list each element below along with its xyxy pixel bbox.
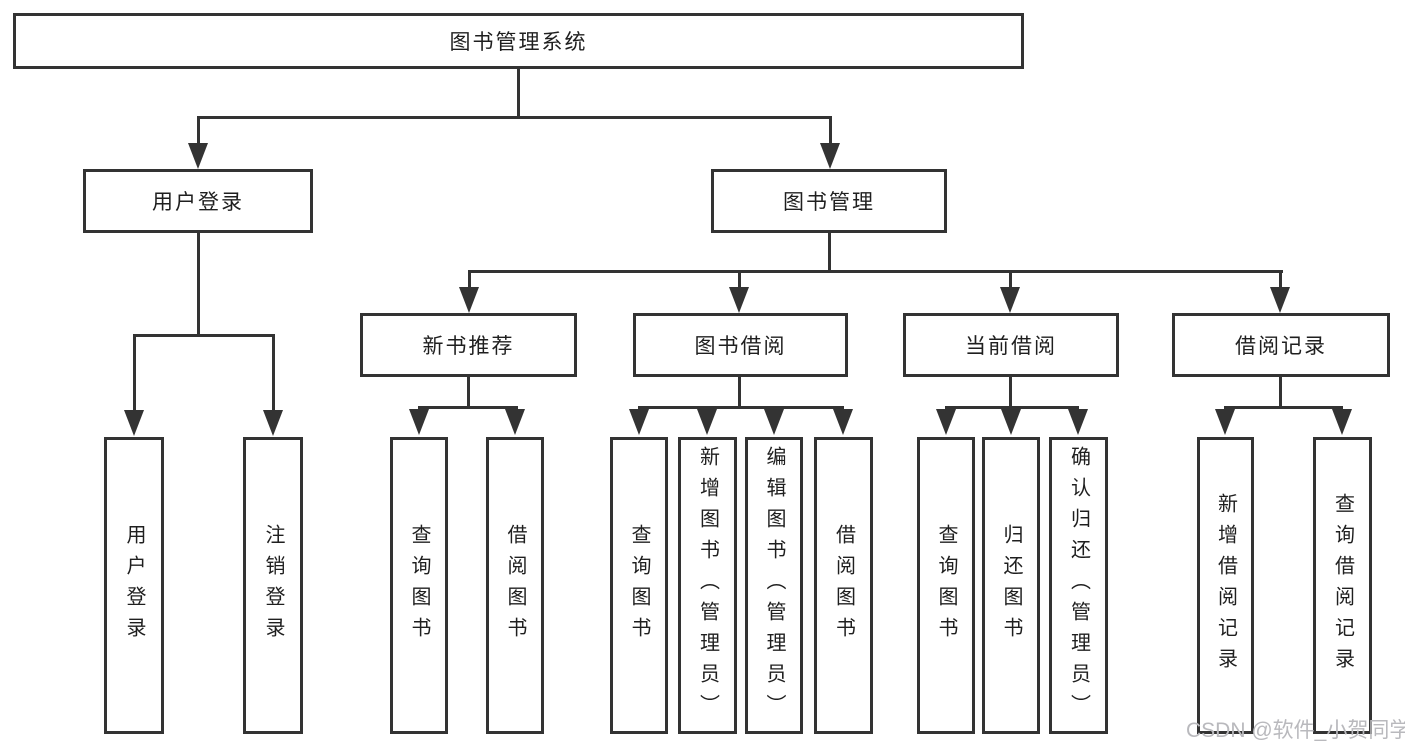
leaf-query-books-borrowing: 查询图书 <box>610 437 668 734</box>
connector-group-rail <box>638 406 844 409</box>
arrow-down-icon <box>1000 287 1020 313</box>
node-new-book-recommendation-label: 新书推荐 <box>422 335 515 358</box>
leaf-user-login-label: 用户登录 <box>123 523 145 648</box>
leaf-borrow-books-borrowing-label: 借阅图书 <box>832 523 855 648</box>
node-borrowing-records-label: 借阅记录 <box>1235 335 1327 358</box>
node-current-borrowing-label: 当前借阅 <box>965 335 1057 358</box>
node-current-borrowing: 当前借阅 <box>903 313 1119 377</box>
arrow-down-icon <box>124 410 144 436</box>
connector-group-stem <box>467 377 470 408</box>
arrow-down-icon <box>1068 409 1088 435</box>
arrow-down-icon <box>459 287 479 313</box>
node-user-login: 用户登录 <box>83 169 313 233</box>
leaf-query-books-current-label: 查询图书 <box>935 523 957 648</box>
connector-user-login-drop <box>197 116 200 147</box>
connector-group-stem <box>738 377 741 408</box>
connector-user-login-rail <box>133 334 275 337</box>
arrow-down-icon <box>629 409 649 435</box>
connector-group-rail <box>418 406 518 409</box>
arrow-down-icon <box>1001 409 1021 435</box>
leaf-borrow-books-borrowing: 借阅图书 <box>814 437 873 734</box>
leaf-edit-books-admin-label: 编辑图书（管理员） <box>763 446 785 725</box>
node-library-system: 图书管理系统 <box>13 13 1024 69</box>
arrow-down-icon <box>936 409 956 435</box>
leaf-borrow-books-recommend: 借阅图书 <box>486 437 544 734</box>
leaf-query-books-current: 查询图书 <box>917 437 975 734</box>
connector-group-drop <box>738 270 741 290</box>
arrow-down-icon <box>505 409 525 435</box>
arrow-down-icon <box>697 409 717 435</box>
leaf-add-books-admin: 新增图书（管理员） <box>678 437 737 734</box>
leaf-query-books-recommend: 查询图书 <box>390 437 448 734</box>
node-book-borrowing-label: 图书借阅 <box>694 335 787 358</box>
leaf-query-borrow-record-label: 查询借阅记录 <box>1331 492 1354 679</box>
leaf-query-borrow-record: 查询借阅记录 <box>1313 437 1372 734</box>
connector-level1-rail <box>197 116 832 119</box>
connector-user-login-stem <box>197 232 200 336</box>
arrow-down-icon <box>263 410 283 436</box>
leaf-confirm-return-admin: 确认归还（管理员） <box>1049 437 1108 734</box>
connector-group-stem <box>1009 377 1012 408</box>
csdn-watermark: CSDN @软件_小贺同学 <box>1186 719 1405 742</box>
arrow-down-icon <box>833 409 853 435</box>
node-library-system-label: 图书管理系统 <box>449 31 588 54</box>
arrow-down-icon <box>409 409 429 435</box>
leaf-logout: 注销登录 <box>243 437 303 734</box>
leaf-add-borrow-record-label: 新增借阅记录 <box>1214 492 1237 679</box>
leaf-return-books-label: 归还图书 <box>1000 523 1022 648</box>
node-user-login-label: 用户登录 <box>152 191 244 214</box>
connector-level2-rail <box>468 270 1283 273</box>
leaf-user-login: 用户登录 <box>104 437 164 734</box>
leaf-borrow-books-recommend-label: 借阅图书 <box>504 523 526 648</box>
leaf-query-books-recommend-label: 查询图书 <box>408 523 430 648</box>
connector-group-stem <box>1279 377 1282 408</box>
leaf-edit-books-admin: 编辑图书（管理员） <box>745 437 803 734</box>
connector-group-rail <box>1224 406 1343 409</box>
arrow-down-icon <box>1215 409 1235 435</box>
arrow-down-icon <box>188 143 208 169</box>
connector-group-drop <box>468 270 471 290</box>
connector-group-rail <box>945 406 1079 409</box>
leaf-query-books-borrowing-label: 查询图书 <box>628 523 650 648</box>
node-new-book-recommendation: 新书推荐 <box>360 313 577 377</box>
leaf-add-books-admin-label: 新增图书（管理员） <box>696 446 719 725</box>
leaf-add-borrow-record: 新增借阅记录 <box>1197 437 1254 734</box>
arrow-down-icon <box>729 287 749 313</box>
connector-book-mgmt-drop <box>829 116 832 147</box>
arrow-down-icon <box>1270 287 1290 313</box>
connector-leaf-drop <box>272 334 275 412</box>
connector-root-stem <box>517 68 520 118</box>
leaf-confirm-return-admin-label: 确认归还（管理员） <box>1067 446 1090 725</box>
arrow-down-icon <box>764 409 784 435</box>
node-borrowing-records: 借阅记录 <box>1172 313 1390 377</box>
arrow-down-icon <box>1332 409 1352 435</box>
connector-leaf-drop <box>133 334 136 412</box>
connector-group-drop <box>1279 270 1282 290</box>
node-book-management: 图书管理 <box>711 169 947 233</box>
connector-group-drop <box>1009 270 1012 290</box>
node-book-borrowing: 图书借阅 <box>633 313 848 377</box>
node-book-management-label: 图书管理 <box>783 191 875 214</box>
connector-book-mgmt-stem <box>828 232 831 273</box>
leaf-return-books: 归还图书 <box>982 437 1040 734</box>
arrow-down-icon <box>820 143 840 169</box>
leaf-logout-label: 注销登录 <box>262 523 284 648</box>
